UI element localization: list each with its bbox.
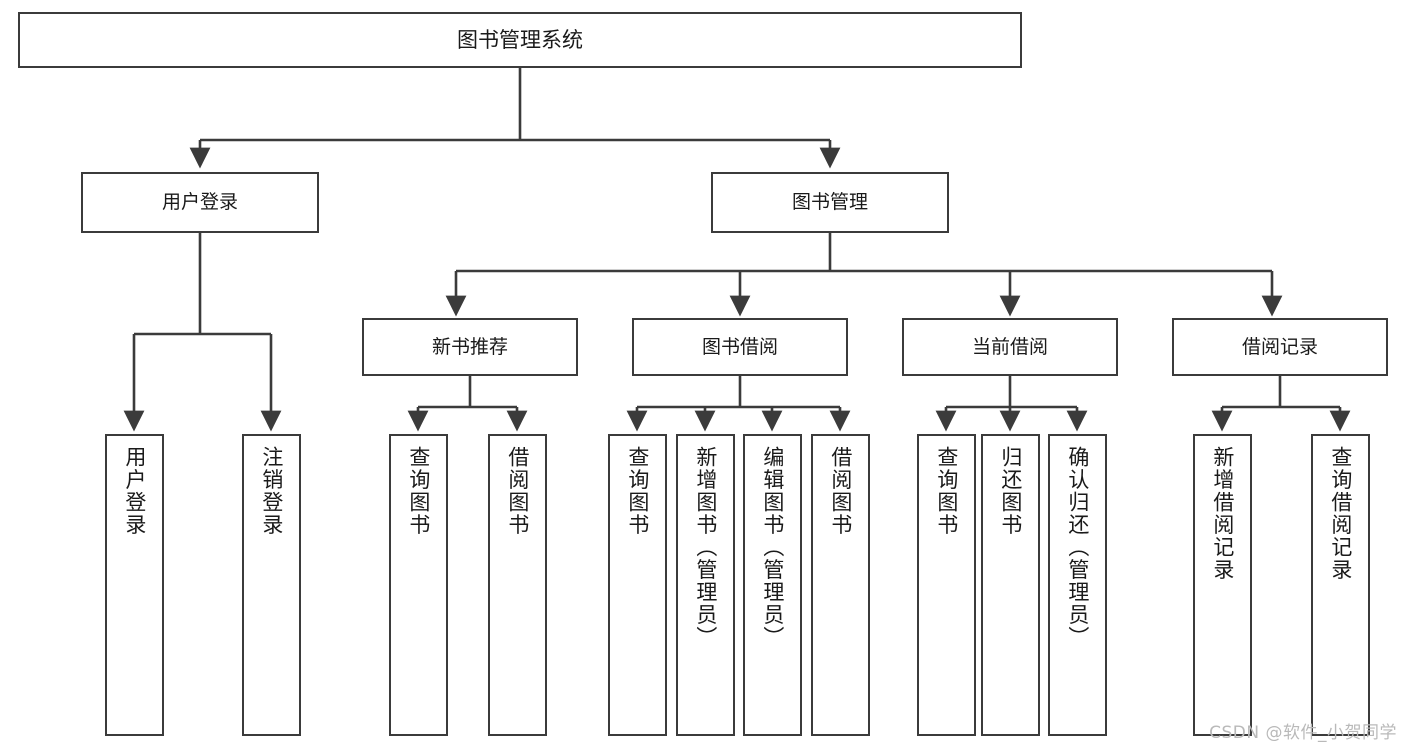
node-user-login-label: 用户登录 xyxy=(161,191,238,214)
node-book-borrow-label: 图书借阅 xyxy=(701,335,778,358)
leaf-label: 新增图书（管理员） xyxy=(693,446,718,649)
leaf-label: 查询借阅记录 xyxy=(1328,446,1353,581)
leaf-current-return-book[interactable]: 归还图书 xyxy=(981,434,1040,736)
leaf-label: 注销登录 xyxy=(259,446,284,536)
leaf-label: 确认归还（管理员） xyxy=(1065,446,1090,649)
leaf-record-query-record[interactable]: 查询借阅记录 xyxy=(1311,434,1370,736)
node-book-management[interactable]: 图书管理 xyxy=(711,172,949,233)
leaf-label: 查询图书 xyxy=(406,446,431,536)
leaf-label: 借阅图书 xyxy=(505,446,530,536)
leaf-label: 借阅图书 xyxy=(828,446,853,536)
node-root[interactable]: 图书管理系统 xyxy=(18,12,1022,68)
leaf-borrow-edit-book[interactable]: 编辑图书（管理员） xyxy=(743,434,802,736)
leaf-borrow-add-book[interactable]: 新增图书（管理员） xyxy=(676,434,735,736)
leaf-user-login-logout[interactable]: 注销登录 xyxy=(242,434,301,736)
leaf-label: 新增借阅记录 xyxy=(1210,446,1235,581)
node-current-borrow-label: 当前借阅 xyxy=(971,335,1048,358)
leaf-label: 编辑图书（管理员） xyxy=(760,446,785,649)
leaf-label: 用户登录 xyxy=(122,446,147,536)
leaf-label: 查询图书 xyxy=(934,446,959,536)
leaf-borrow-query-book[interactable]: 查询图书 xyxy=(608,434,667,736)
node-borrow-record[interactable]: 借阅记录 xyxy=(1172,318,1388,376)
leaf-user-login-login[interactable]: 用户登录 xyxy=(105,434,164,736)
leaf-recommend-borrow-book[interactable]: 借阅图书 xyxy=(488,434,547,736)
csdn-watermark: CSDN @软件_小贺同学 xyxy=(1209,723,1397,743)
leaf-current-confirm-return[interactable]: 确认归还（管理员） xyxy=(1048,434,1107,736)
node-user-login[interactable]: 用户登录 xyxy=(81,172,319,233)
node-book-borrow[interactable]: 图书借阅 xyxy=(632,318,848,376)
node-book-management-label: 图书管理 xyxy=(791,191,868,214)
leaf-current-query-book[interactable]: 查询图书 xyxy=(917,434,976,736)
node-current-borrow[interactable]: 当前借阅 xyxy=(902,318,1118,376)
leaf-borrow-borrow-book[interactable]: 借阅图书 xyxy=(811,434,870,736)
leaf-label: 归还图书 xyxy=(998,446,1023,536)
node-new-book-recommend-label: 新书推荐 xyxy=(431,335,508,358)
node-root-label: 图书管理系统 xyxy=(457,27,583,52)
leaf-recommend-query-book[interactable]: 查询图书 xyxy=(389,434,448,736)
node-borrow-record-label: 借阅记录 xyxy=(1241,335,1318,358)
leaf-record-add-record[interactable]: 新增借阅记录 xyxy=(1193,434,1252,736)
leaf-label: 查询图书 xyxy=(625,446,650,536)
node-new-book-recommend[interactable]: 新书推荐 xyxy=(362,318,578,376)
